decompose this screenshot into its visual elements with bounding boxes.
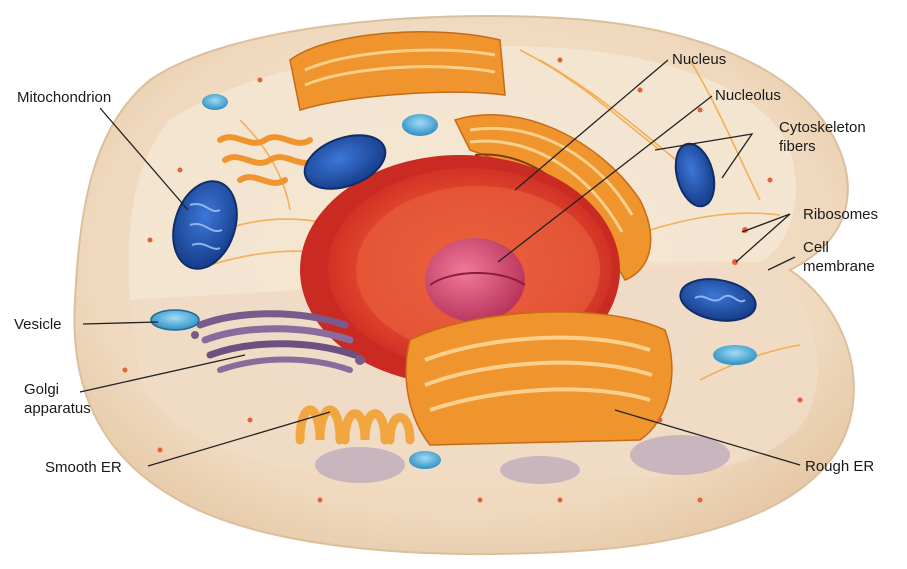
label-nucleolus: Nucleolus bbox=[715, 86, 781, 105]
vesicle bbox=[151, 310, 199, 330]
label-smooth-er: Smooth ER bbox=[45, 458, 122, 477]
label-rough-er: Rough ER bbox=[805, 457, 874, 476]
label-cell-membrane: Cell membrane bbox=[803, 238, 875, 276]
label-mitochondrion: Mitochondrion bbox=[17, 88, 111, 107]
label-vesicle: Vesicle bbox=[14, 315, 62, 334]
label-ribosomes: Ribosomes bbox=[803, 205, 878, 224]
rough-er-lower bbox=[406, 312, 672, 445]
label-nucleus: Nucleus bbox=[672, 50, 726, 69]
label-golgi-apparatus: Golgi apparatus bbox=[24, 380, 91, 418]
label-cytoskeleton-fibers: Cytoskeleton fibers bbox=[779, 118, 866, 156]
